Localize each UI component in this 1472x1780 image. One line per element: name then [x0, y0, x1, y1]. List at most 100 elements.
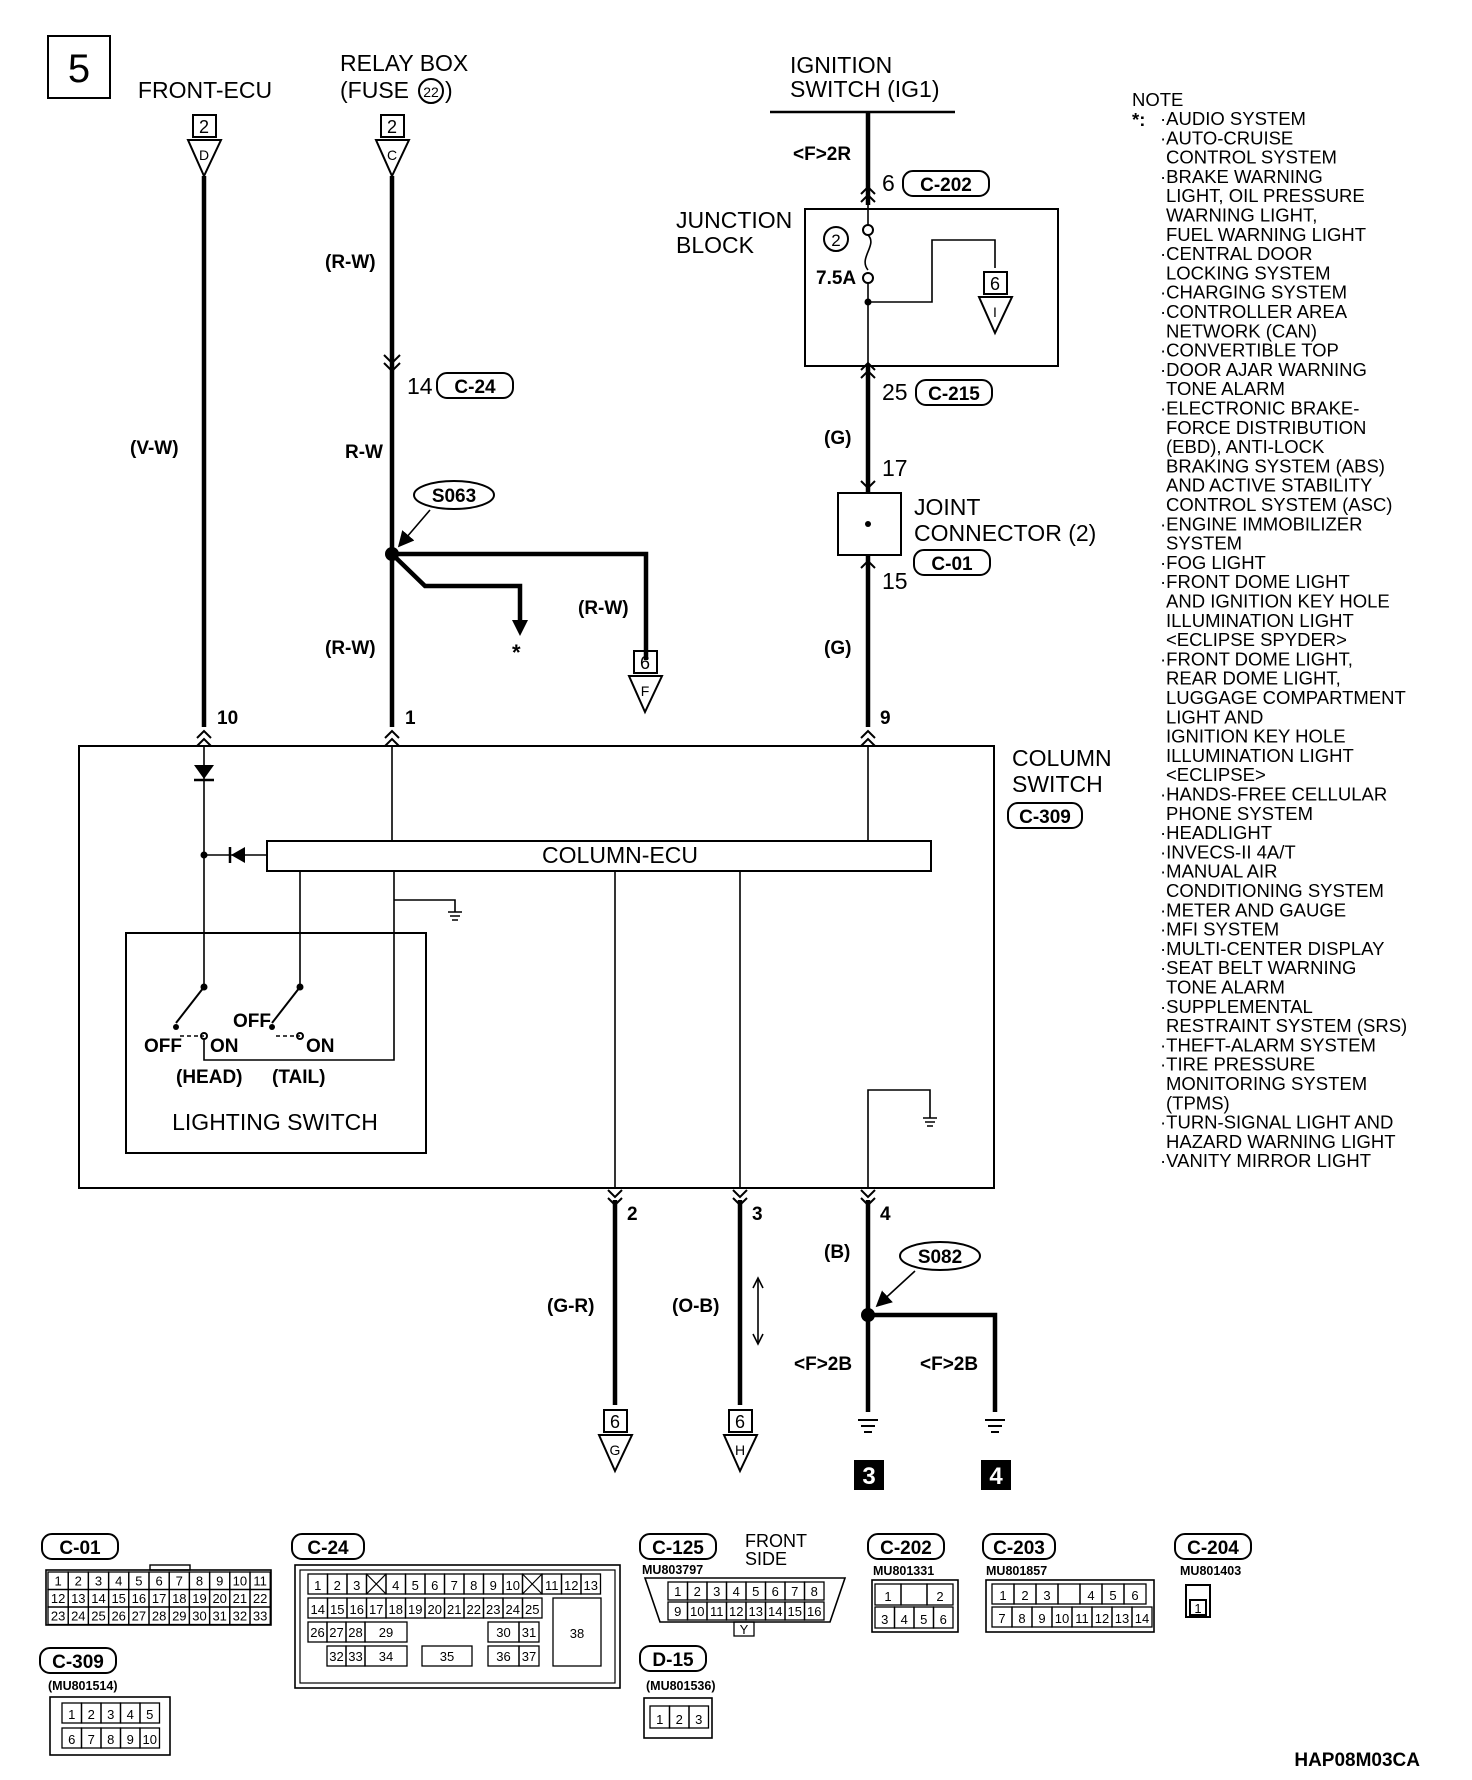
connector-pin: 2	[936, 1589, 943, 1604]
pin-mark-1	[384, 729, 400, 747]
note-item: AND IGNITION KEY HOLE	[1166, 591, 1390, 612]
connector-pin: 29	[172, 1609, 186, 1624]
wire-label-v-w: (V-W)	[130, 438, 179, 459]
note-item: REAR DOME LIGHT,	[1166, 668, 1341, 689]
switch-tail-on-contact	[296, 1032, 304, 1040]
note-item: MONITORING SYSTEM	[1166, 1073, 1367, 1094]
note-item: ·FRONT DOME LIGHT,	[1160, 648, 1353, 669]
note-item: ·MULTI-CENTER DISPLAY	[1160, 938, 1384, 959]
connector-pin: 13	[584, 1578, 598, 1593]
svg-text:I: I	[993, 304, 997, 320]
pin-15: 15	[882, 568, 908, 594]
joint-connector-label: JOINT	[914, 494, 980, 520]
connector-pin: 25	[525, 1602, 539, 1617]
ground-symbol-4	[985, 1419, 1005, 1433]
connector-pin: 23	[51, 1609, 65, 1624]
connector-pin: 10	[233, 1574, 247, 1589]
note-item: ·HEADLIGHT	[1160, 822, 1272, 843]
connector-pin: 14	[311, 1602, 325, 1617]
connector-pin: 4	[1087, 1588, 1094, 1603]
note-title: NOTE	[1132, 89, 1183, 110]
wire-label-g-2: (G)	[824, 638, 851, 659]
wire-label-o-b: (O-B)	[672, 1296, 719, 1317]
note-item: ·ELECTRONIC BRAKE-	[1160, 398, 1359, 419]
ignition-switch-label-2: SWITCH (IG1)	[790, 76, 940, 102]
note-item: ·ENGINE IMMOBILIZER	[1160, 513, 1363, 534]
note-item: ILLUMINATION LIGHT	[1166, 745, 1354, 766]
relay-box-close: )	[445, 77, 453, 103]
connector-pin: 31	[522, 1625, 536, 1640]
switch-tail-on: ON	[306, 1036, 335, 1057]
connector-pin: 4	[733, 1584, 740, 1599]
svg-text:S082: S082	[918, 1247, 962, 1268]
svg-text:C-204: C-204	[1187, 1538, 1239, 1559]
connector-pin: 30	[496, 1625, 510, 1640]
lighting-switch-box	[125, 932, 427, 1154]
svg-text:SIDE: SIDE	[745, 1549, 787, 1569]
connector-pin: 37	[522, 1649, 536, 1664]
wire-label-r-w-branch: (R-W)	[578, 598, 629, 619]
connector-pin: 13	[1115, 1611, 1129, 1626]
junction-block-label-2: BLOCK	[676, 232, 755, 258]
connector-pin: 18	[172, 1591, 186, 1606]
switch-tail-label: (TAIL)	[272, 1067, 325, 1088]
connector-pin: 6	[155, 1574, 162, 1589]
pin-10: 10	[217, 708, 238, 729]
switch-tail-off-contact	[269, 1024, 275, 1030]
connector-pin: 22	[253, 1591, 267, 1606]
connector-pin: 7	[176, 1574, 183, 1589]
svg-text:C: C	[387, 147, 397, 163]
svg-text:2: 2	[387, 117, 397, 137]
note-item: WARNING LIGHT,	[1166, 205, 1317, 226]
svg-text:MU801403: MU801403	[1180, 1564, 1241, 1578]
splice-tag-s063: S063	[413, 480, 495, 510]
connector-pin: 27	[329, 1625, 343, 1640]
pin-4: 4	[880, 1204, 891, 1225]
note-item: LIGHT AND	[1166, 706, 1263, 727]
connector-flag-i: 6 I	[977, 271, 1014, 336]
wire-label-g-r: (G-R)	[547, 1296, 594, 1317]
connector-pin: 5	[752, 1584, 759, 1599]
svg-text:3: 3	[862, 1463, 875, 1490]
connector-pin: 11	[1075, 1611, 1089, 1626]
connector-flag-f: 6 F	[627, 650, 664, 715]
connector-pin: 3	[695, 1712, 702, 1727]
svg-text:C-202: C-202	[920, 175, 972, 196]
connector-pin: 2	[676, 1712, 683, 1727]
svg-text:F: F	[641, 683, 650, 699]
lighting-switch-label: LIGHTING SWITCH	[172, 1109, 378, 1135]
connector-pin: 6	[772, 1584, 779, 1599]
svg-text:2: 2	[831, 231, 840, 250]
connector-pin: 9	[216, 1574, 223, 1589]
ground-symbol-3	[858, 1419, 878, 1433]
connector-pin: 31	[212, 1609, 226, 1624]
connector-flag-g: 6 G	[597, 1409, 634, 1474]
note-item: NETWORK (CAN)	[1166, 320, 1317, 341]
svg-text:22: 22	[423, 84, 439, 100]
svg-text:C-125: C-125	[652, 1538, 704, 1559]
connector-flag-relay-box: 2 C	[374, 114, 411, 179]
connector-pin: 4	[115, 1574, 122, 1589]
connector-pin: 3	[107, 1707, 114, 1722]
connector-pin: 2	[334, 1578, 341, 1593]
connector-pin: 6	[940, 1612, 947, 1627]
splice-pointer-s082	[875, 1270, 916, 1308]
note-item: ·INVECS-II 4A/T	[1160, 841, 1296, 862]
svg-text:H: H	[735, 1442, 745, 1458]
switch-head-off-contact	[173, 1024, 179, 1030]
connector-pin: 5	[412, 1578, 419, 1593]
column-switch-label-2: SWITCH	[1012, 771, 1103, 797]
connector-mark-c24	[383, 354, 401, 373]
note-item: ·BRAKE WARNING	[1160, 166, 1323, 187]
connector-pin: 7	[998, 1611, 1005, 1626]
svg-text:4: 4	[989, 1463, 1003, 1490]
connector-pin: 19	[408, 1602, 422, 1617]
connector-pin: 14	[91, 1591, 105, 1606]
